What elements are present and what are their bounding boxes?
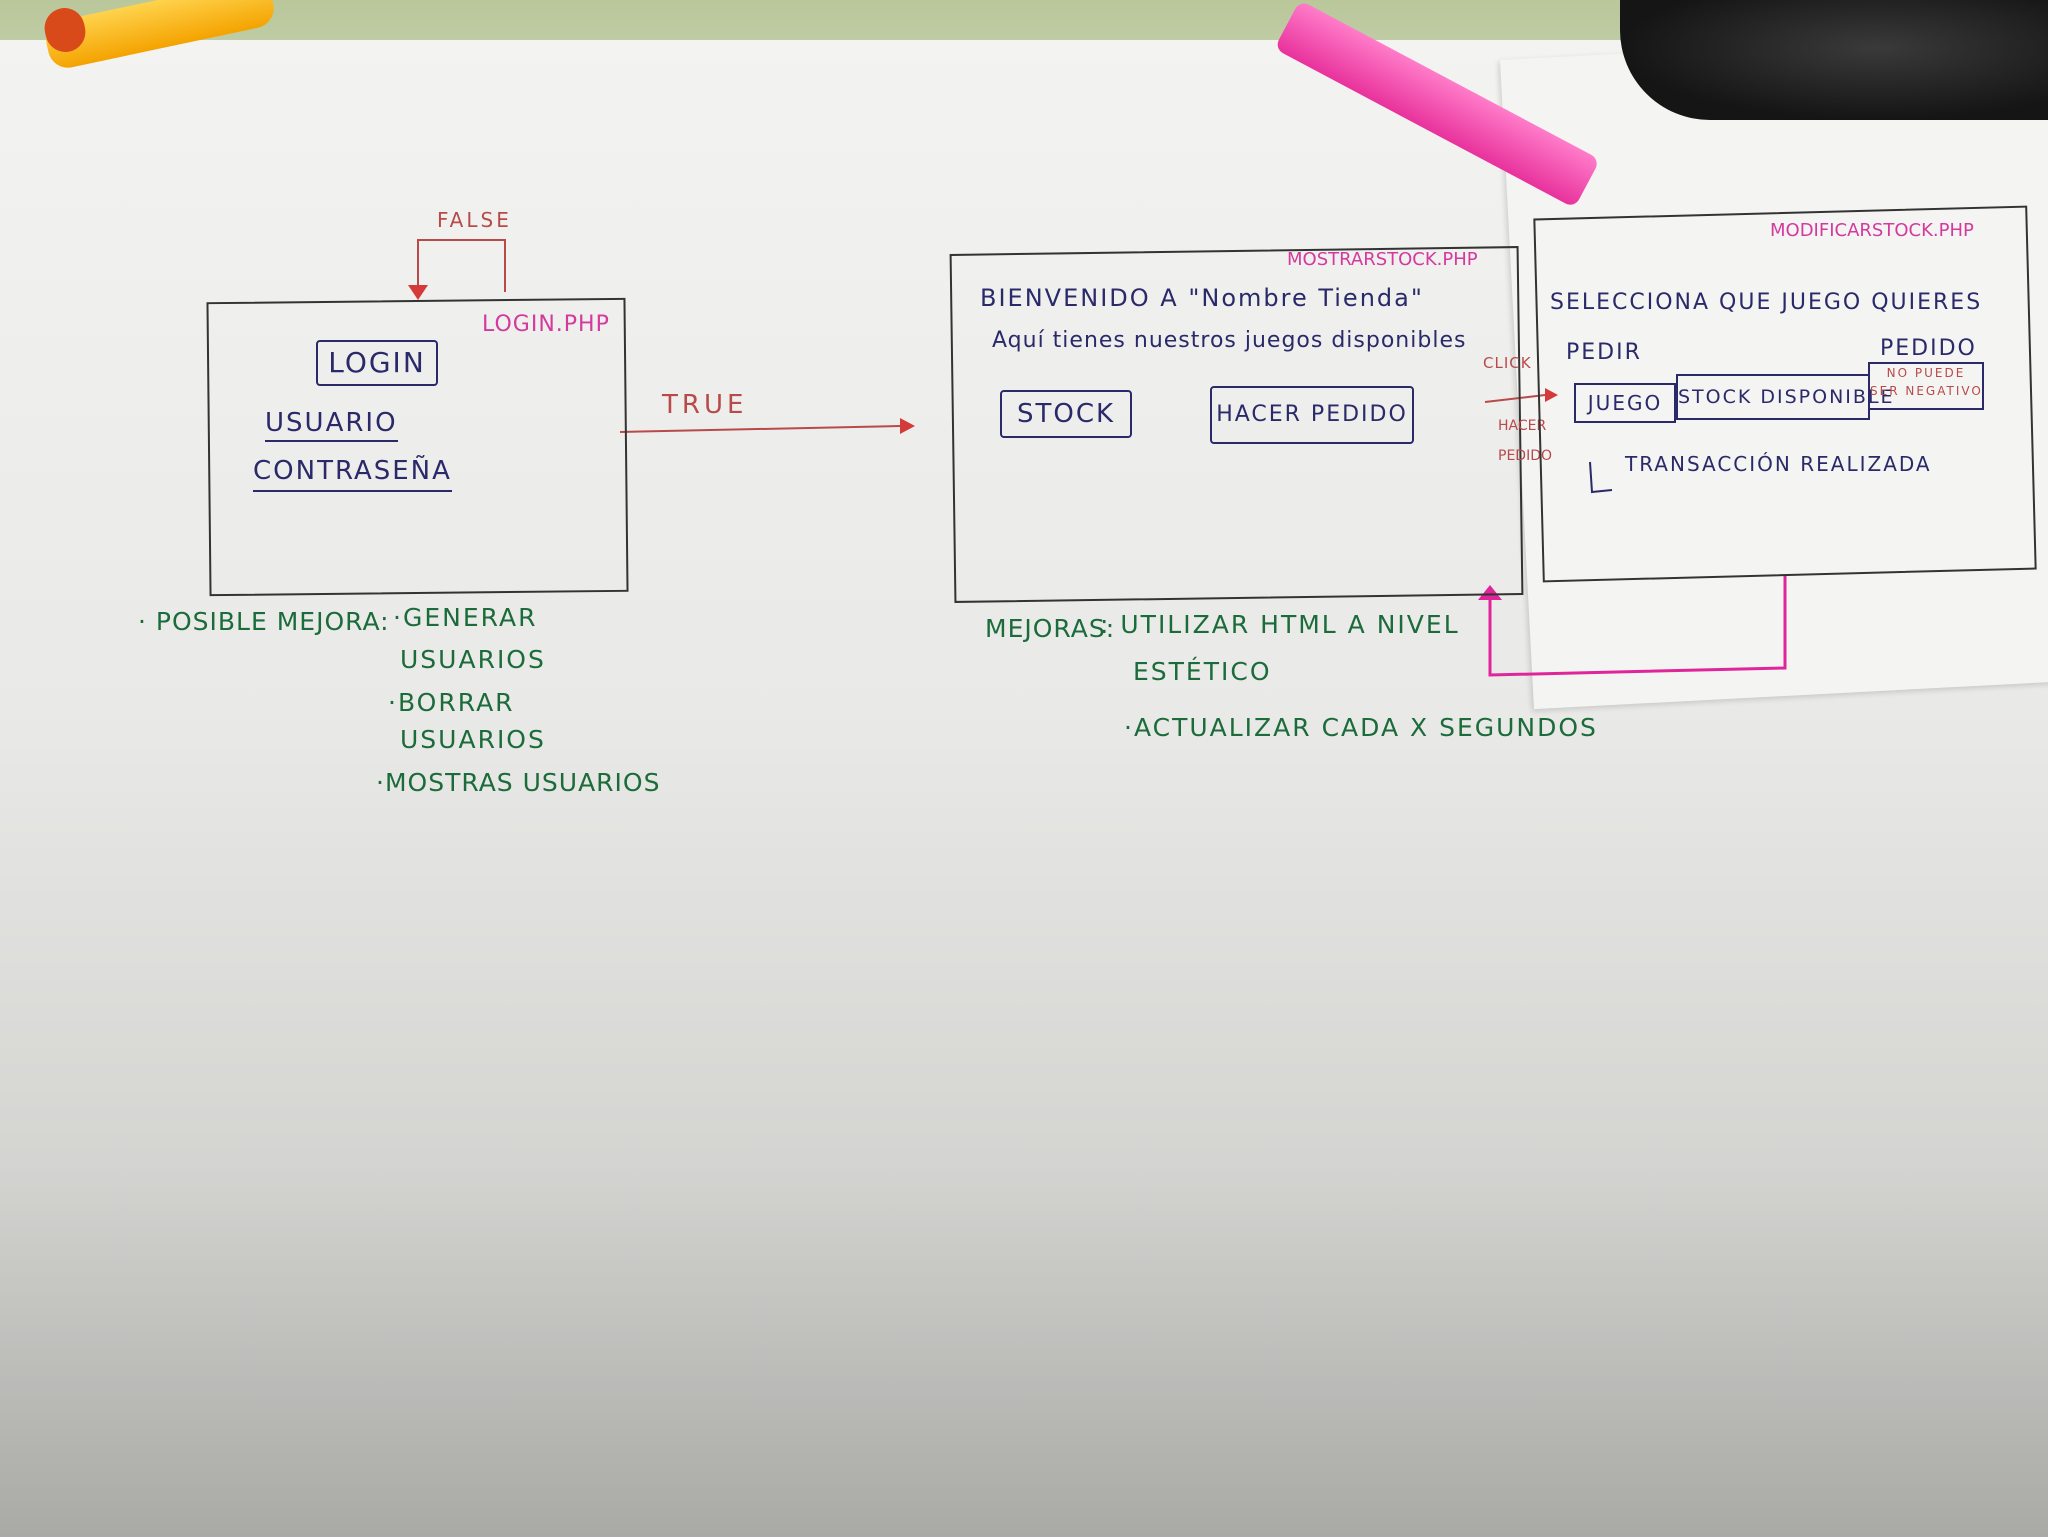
order-quantity-input[interactable]: NO PUEDE SER NEGATIVO — [1868, 362, 1984, 410]
order-column-label: PEDIDO — [1880, 336, 1977, 361]
false-label: FALSE — [437, 208, 512, 232]
stock-file-label: MOSTRARSTOCK.PHP — [1287, 249, 1478, 270]
click-arrowhead — [1545, 388, 1558, 402]
stock-note-item: ESTÉTICO — [1133, 657, 1272, 686]
game-column-cell[interactable]: JUEGO — [1574, 383, 1676, 423]
return-loop-arrow — [1488, 575, 1787, 677]
stock-notes-heading: MEJORAS: — [985, 614, 1116, 643]
username-field[interactable]: USUARIO — [265, 408, 398, 442]
true-arrowhead — [900, 418, 915, 434]
arrow-label-line: PEDIDO — [1498, 448, 1552, 464]
login-title-button[interactable]: LOGIN — [316, 340, 438, 386]
dark-object — [1620, 0, 2048, 120]
click-arrow — [1484, 394, 1546, 403]
arrow-label-line: HACER — [1498, 418, 1547, 434]
select-game-prompt: SELECCIONA QUE JUEGO QUIERES — [1550, 290, 1983, 315]
stock-available-cell[interactable]: STOCK DISPONIBLE — [1676, 374, 1893, 420]
password-field[interactable]: CONTRASEÑA — [253, 456, 452, 492]
true-arrow — [619, 425, 901, 433]
order-note-line: NO PUEDE — [1886, 366, 1966, 380]
login-note-item: USUARIOS — [400, 645, 546, 674]
transaction-done-text: TRANSACCIÓN REALIZADA — [1625, 452, 1932, 476]
false-arrowhead — [408, 285, 428, 300]
return-arrowhead — [1478, 585, 1502, 600]
login-note-item: ·GENERAR — [393, 603, 538, 632]
login-note-item: USUARIOS — [400, 725, 546, 754]
stock-note-item: ·ACTUALIZAR CADA X SEGUNDOS — [1124, 713, 1598, 742]
modify-file-label: MODIFICARSTOCK.PHP — [1770, 220, 1974, 241]
login-note-item: ·BORRAR — [388, 688, 515, 717]
make-order-button[interactable]: HACER PEDIDO — [1210, 386, 1414, 444]
true-label: TRUE — [662, 390, 748, 420]
transaction-arrow — [1589, 461, 1613, 494]
login-notes-heading: · POSIBLE MEJORA: — [138, 607, 390, 636]
games-subtitle: Aquí tienes nuestros juegos disponibles — [992, 328, 1467, 353]
stock-note-item: : UTILIZAR HTML A NIVEL — [1100, 610, 1460, 639]
stock-button[interactable]: STOCK — [1000, 390, 1132, 438]
welcome-text: BIENVENIDO A "Nombre Tienda" — [980, 284, 1424, 312]
select-game-prompt-line2: PEDIR — [1566, 340, 1642, 365]
click-label: CLICK — [1483, 354, 1532, 372]
order-note-line: SER NEGATIVO — [1870, 384, 1983, 398]
login-note-item: ·MOSTRAS USUARIOS — [376, 768, 661, 797]
login-file-label: LOGIN.PHP — [482, 312, 610, 337]
false-loop-arrow — [417, 239, 506, 292]
